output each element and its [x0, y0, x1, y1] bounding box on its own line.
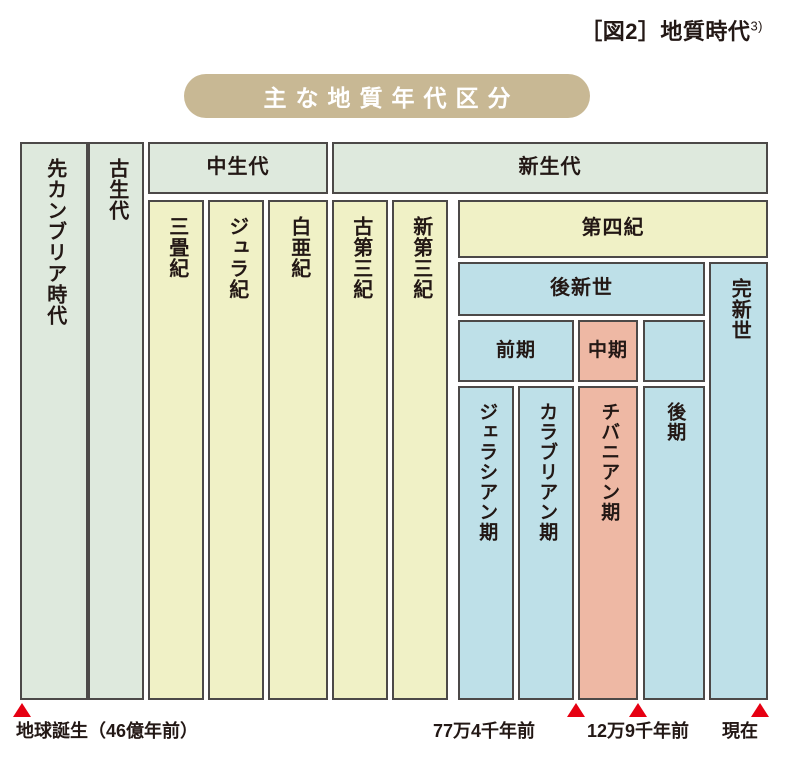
axis-label-774k: 77万4千年前	[433, 721, 536, 741]
axis-label-129k: 12万9千年前	[587, 721, 690, 741]
cell-late-pleistocene-label: 後期	[664, 402, 686, 442]
cell-mesozoic-label: 中生代	[206, 156, 270, 179]
cell-cretaceous: 白亜紀	[268, 200, 328, 700]
cell-pleistocene-label: 後新世	[550, 277, 613, 300]
cell-precambrian: 先カンブリア時代	[20, 142, 88, 700]
cell-holocene-label: 完新世	[728, 278, 751, 341]
cell-quaternary: 第四紀	[458, 200, 768, 258]
cell-triassic-label: 三畳紀	[165, 216, 188, 279]
title-banner: 主な地質年代区分	[184, 74, 590, 118]
cell-calabrian: カラブリアン期	[518, 386, 574, 700]
marker-present	[751, 703, 769, 717]
cell-early-pleistocene: 前期	[458, 320, 574, 382]
figure-caption-text: ［図2］地質時代	[580, 19, 751, 44]
cell-quaternary-label: 第四紀	[581, 217, 645, 240]
cell-holocene: 完新世	[709, 262, 768, 700]
cell-paleogene-label: 古第三紀	[349, 216, 372, 300]
cell-late-pleistocene: 後期	[643, 386, 705, 700]
cell-neogene: 新第三紀	[392, 200, 448, 700]
cell-jurassic-label: ジュラ紀	[225, 216, 248, 300]
cell-cenozoic-label: 新生代	[518, 156, 582, 179]
cell-early-pleistocene-label: 前期	[495, 339, 536, 361]
cell-chibanian: チバニアン期	[578, 386, 638, 700]
cell-precambrian-label: 先カンブリア時代	[43, 158, 66, 326]
cell-middle-pleistocene: 中期	[578, 320, 638, 382]
cell-late-pleistocene-header	[643, 320, 705, 382]
cell-cenozoic: 新生代	[332, 142, 768, 194]
marker-129k	[629, 703, 647, 717]
cell-triassic: 三畳紀	[148, 200, 204, 700]
axis-label-earth-birth: 地球誕生（46億年前）	[16, 721, 199, 741]
cell-jurassic: ジュラ紀	[208, 200, 264, 700]
figure-caption: ［図2］地質時代3)	[580, 14, 763, 46]
cell-paleozoic-label: 古生代	[105, 158, 128, 221]
cell-gelasian-label: ジェラシアン期	[476, 402, 498, 542]
cell-calabrian-label: カラブリアン期	[536, 402, 558, 542]
cell-neogene-label: 新第三紀	[409, 216, 432, 300]
title-banner-label: 主な地質年代区分	[263, 85, 520, 111]
cell-paleogene: 古第三紀	[332, 200, 388, 700]
axis-label-present: 現在	[722, 721, 758, 741]
marker-earth-birth	[13, 703, 31, 717]
cell-pleistocene: 後新世	[458, 262, 705, 316]
cell-chibanian-label: チバニアン期	[598, 402, 620, 522]
cell-mesozoic: 中生代	[148, 142, 328, 194]
cell-middle-pleistocene-label: 中期	[587, 339, 628, 361]
cell-gelasian: ジェラシアン期	[458, 386, 514, 700]
cell-paleozoic: 古生代	[88, 142, 144, 700]
cell-cretaceous-label: 白亜紀	[287, 216, 310, 279]
figure-caption-note: 3)	[750, 18, 763, 34]
marker-774k	[567, 703, 585, 717]
